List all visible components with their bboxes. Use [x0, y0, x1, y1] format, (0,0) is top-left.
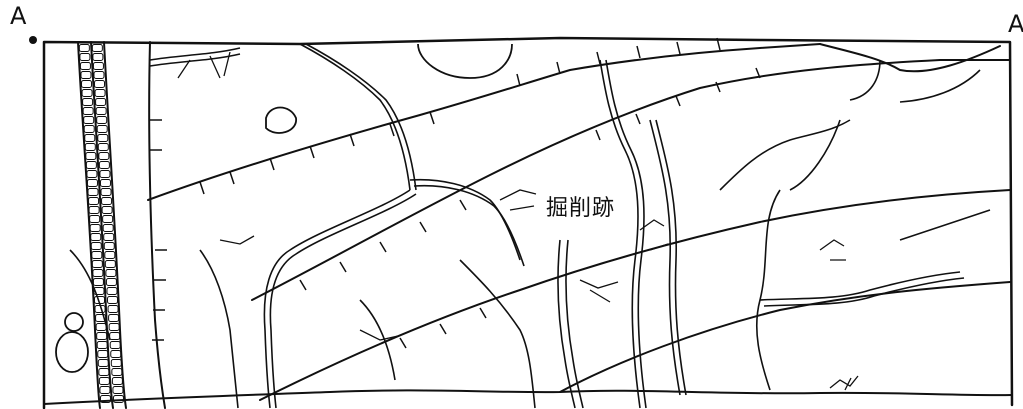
stratum-line-1	[147, 43, 821, 201]
column-bead	[85, 161, 97, 169]
column-bead	[98, 368, 110, 376]
column-beads	[78, 44, 124, 403]
column-bead	[90, 242, 102, 250]
column-bead	[96, 341, 108, 349]
column-bead	[102, 215, 114, 223]
column-bead	[93, 287, 105, 295]
column-bead	[96, 332, 108, 340]
root-fibres	[177, 51, 859, 391]
column-bead	[81, 80, 93, 88]
column-bead	[103, 242, 115, 250]
stratum-line-6	[819, 43, 1001, 73]
column-bead	[109, 341, 121, 349]
excavation-trace-label: 掘削跡	[546, 196, 616, 221]
column-bead	[86, 179, 98, 187]
column-bead	[91, 44, 103, 52]
column-bead	[97, 350, 109, 358]
stones	[55, 43, 513, 373]
column-bead	[109, 332, 121, 340]
column-bead	[111, 368, 123, 376]
column-bead	[79, 53, 91, 61]
column-bead	[81, 89, 93, 97]
column-bead	[96, 125, 108, 133]
column-bead	[93, 71, 105, 79]
column-bead	[86, 170, 98, 178]
ground-surface-line	[43, 389, 1013, 405]
column-bead	[78, 44, 90, 52]
column-bead	[82, 98, 94, 106]
column-bead	[105, 278, 117, 286]
column-bead	[92, 53, 104, 61]
column-bead	[96, 116, 108, 124]
column-bead	[88, 206, 100, 214]
column-bead	[108, 314, 120, 322]
column-bead	[95, 98, 107, 106]
stratum-line-5	[148, 41, 166, 409]
column-bead	[82, 107, 94, 115]
column-bead	[92, 62, 104, 70]
column-bead	[91, 251, 103, 259]
column-bead	[84, 134, 96, 142]
column-bead	[84, 143, 96, 151]
column-bead	[98, 161, 110, 169]
column-bead	[90, 233, 102, 241]
column-bead	[97, 134, 109, 142]
datum-label-right: A	[1008, 10, 1023, 38]
column-bead	[101, 206, 113, 214]
stratum-line-3	[259, 189, 1011, 401]
column-bead	[97, 143, 109, 151]
column-bead	[87, 188, 99, 196]
column-bead	[98, 377, 110, 385]
column-bead	[99, 386, 111, 394]
column-bead	[112, 386, 124, 394]
column-bead	[107, 305, 119, 313]
column-bead	[106, 287, 118, 295]
column-bead	[102, 224, 114, 232]
column-bead	[100, 188, 112, 196]
datum-label-left: A	[10, 2, 27, 30]
column-bead	[97, 359, 109, 367]
column-bead	[92, 269, 104, 277]
column-bead	[110, 350, 122, 358]
column-bead	[83, 116, 95, 124]
column-bead	[95, 323, 107, 331]
column-bead	[103, 233, 115, 241]
column-bead	[85, 152, 97, 160]
column-bead	[91, 260, 103, 268]
column-bead	[88, 197, 100, 205]
column-bead	[101, 197, 113, 205]
column-bead	[94, 80, 106, 88]
stratum-ticks	[150, 37, 761, 349]
column-bead	[108, 323, 120, 331]
column-bead	[92, 278, 104, 286]
column-bead	[104, 251, 116, 259]
stratum-line-4	[559, 281, 1011, 393]
column-bead	[110, 359, 122, 367]
column-bead	[89, 215, 101, 223]
column-bead	[105, 269, 117, 277]
column-bead	[83, 125, 95, 133]
column-bead	[89, 224, 101, 232]
column-bead	[112, 395, 124, 403]
column-bead	[95, 314, 107, 322]
column-bead	[98, 152, 110, 160]
column-bead	[95, 107, 107, 115]
datum-point-left	[29, 36, 37, 44]
column-bead	[104, 260, 116, 268]
column-bead	[94, 89, 106, 97]
column-bead	[107, 296, 119, 304]
section-frame	[42, 36, 1014, 409]
column-bead	[80, 71, 92, 79]
column-bead	[79, 62, 91, 70]
column-bead	[99, 170, 111, 178]
column-bead	[99, 395, 111, 403]
column-bead	[99, 179, 111, 187]
beaded-column	[77, 41, 127, 409]
column-bead	[111, 377, 123, 385]
root-channels	[69, 43, 991, 409]
stratum-line-2	[251, 59, 1011, 301]
